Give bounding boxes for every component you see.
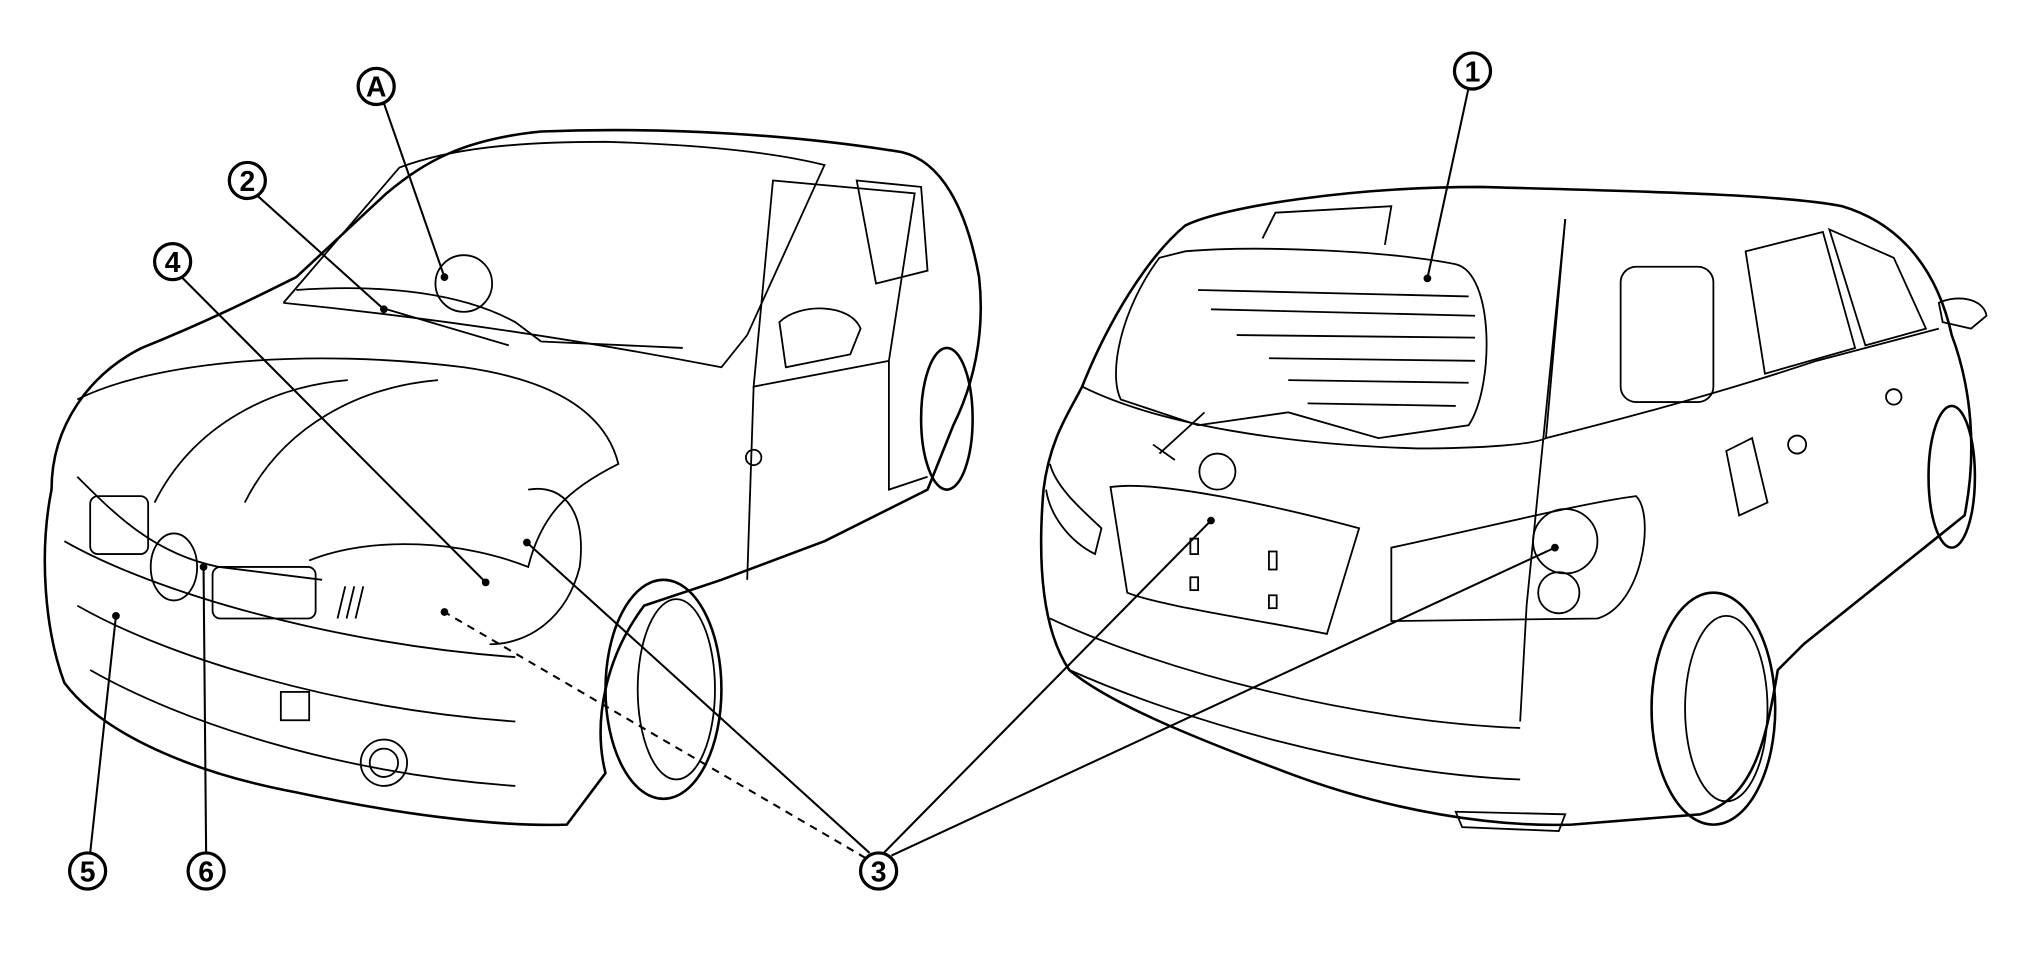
svg-text:5: 5 [80,856,96,888]
svg-text:6: 6 [198,856,214,888]
svg-text:3: 3 [871,856,887,888]
callout-6: 6 [186,851,226,891]
svg-text:2: 2 [239,166,255,198]
callout-3: 3 [858,851,899,891]
svg-text:A: A [366,72,386,104]
leader-lines [89,87,1559,859]
callout-5: 5 [67,851,108,891]
callout-A: A [356,66,396,107]
svg-text:1: 1 [1465,56,1481,88]
callout-1: 1 [1452,51,1493,91]
svg-text:4: 4 [165,247,181,279]
rear-vehicle-illustration [1039,185,1988,832]
callout-2: 2 [227,160,267,201]
callout-4: 4 [152,241,193,282]
front-vehicle-illustration [43,128,983,827]
